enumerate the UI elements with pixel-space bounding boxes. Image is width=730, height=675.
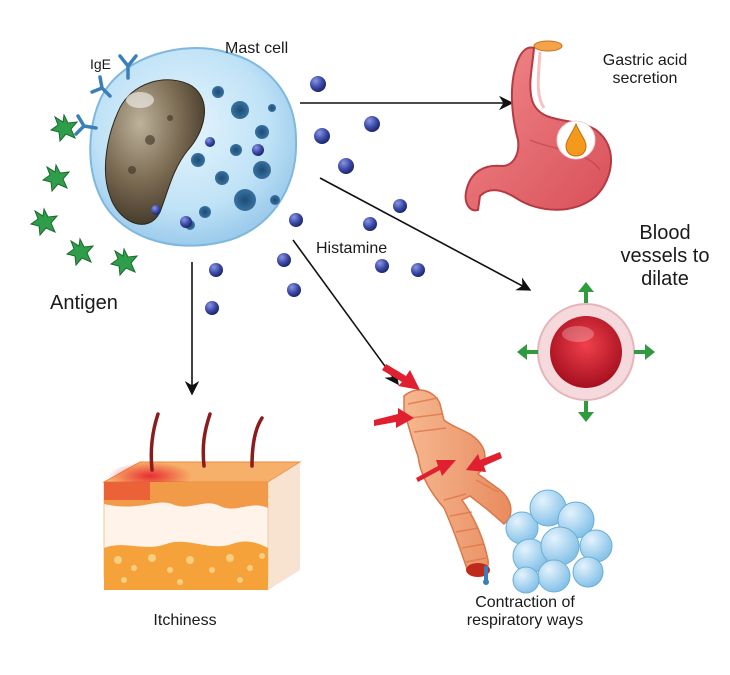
mast-cell	[89, 47, 298, 247]
alveoli	[505, 489, 613, 594]
mast-cell-vacuoles	[185, 86, 280, 230]
constriction-arrow-icon	[416, 460, 456, 482]
itchiness-label: Itchiness	[153, 612, 217, 629]
antigen-particle	[49, 113, 79, 143]
constriction-arrow-icon	[382, 364, 420, 390]
histamine-label: Histamine	[316, 240, 388, 257]
constriction-arrows	[374, 364, 502, 482]
respiratory-label-line-2: respiratory ways	[466, 612, 584, 630]
nucleus	[104, 79, 205, 225]
stomach	[464, 40, 612, 212]
dilate-arrow-up-icon	[578, 282, 594, 303]
mast-cell-granules	[151, 137, 264, 228]
blood-label-line-1: Blood	[639, 222, 691, 244]
blood-vessel-label: Blood vessels to dilate	[610, 222, 720, 291]
respiratory-label-line-1: Contraction of	[475, 594, 575, 611]
effect-arrows	[184, 95, 532, 396]
mast-cell-label: Mast cell	[225, 40, 289, 57]
constriction-arrow-icon	[466, 452, 502, 472]
constriction-arrow-icon	[374, 408, 414, 428]
ige-antibodies	[74, 54, 138, 136]
gastric-label-line-2: secretion	[612, 70, 678, 88]
dilate-arrow-right-icon	[634, 344, 655, 360]
antigen-label: Antigen	[50, 292, 118, 314]
respiratory-airway	[374, 364, 613, 594]
blood-vessel	[517, 282, 655, 422]
histamine-granules	[205, 76, 425, 315]
antigen-particle	[65, 237, 95, 267]
antigen-particle	[29, 207, 59, 237]
antigen-particle	[41, 163, 71, 193]
dilate-arrow-down-icon	[578, 401, 594, 422]
arrow-to-blood-vessel	[319, 177, 532, 291]
hairs	[149, 412, 264, 472]
gastric-label-line-1: Gastric acid	[602, 52, 688, 69]
gastric-label: Gastric acid secretion	[585, 52, 705, 89]
skin-section	[102, 412, 302, 590]
ige-label: IgE	[90, 56, 112, 72]
respiratory-label: Contraction of respiratory ways	[440, 594, 610, 631]
blood-label-line-3: dilate	[641, 268, 689, 290]
dilation-arrows	[517, 282, 655, 422]
antigen-particle	[109, 247, 139, 277]
antigen-particles	[29, 113, 139, 277]
blood-label-line-2: vessels to	[620, 245, 710, 267]
dilate-arrow-left-icon	[517, 344, 538, 360]
acid-droplet-icon	[565, 122, 587, 157]
arrow-to-respiratory	[292, 239, 399, 386]
